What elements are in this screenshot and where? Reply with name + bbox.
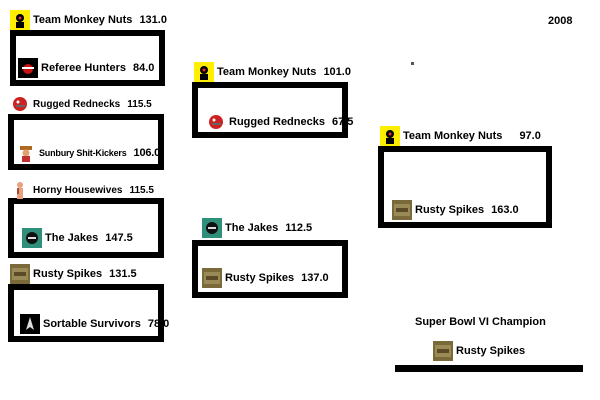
team-score: 84.0 xyxy=(132,62,155,74)
team-name: Team Monkey Nuts xyxy=(33,14,133,26)
team-entry[interactable]: Rusty Spikes 137.0 xyxy=(202,268,329,288)
referee-icon xyxy=(18,58,38,78)
team-entry[interactable]: Sunbury Shit-Kickers 106.0 xyxy=(16,143,160,163)
survivor-icon xyxy=(20,314,40,334)
rusty-icon xyxy=(202,268,222,288)
champion-entry[interactable]: Rusty Spikes xyxy=(433,341,525,361)
team-score: 97.0 xyxy=(519,130,541,142)
champion-name: Rusty Spikes xyxy=(456,345,526,357)
housewife-icon xyxy=(10,180,30,200)
jakes-icon xyxy=(22,228,42,248)
helmet-icon xyxy=(206,112,226,132)
team-entry[interactable]: Rusty Spikes 163.0 xyxy=(392,200,519,220)
champion-bar xyxy=(395,365,583,372)
team-entry[interactable]: Sortable Survivors 78.0 xyxy=(20,314,169,334)
team-score: 112.5 xyxy=(285,222,313,234)
monkey-icon xyxy=(380,126,400,146)
team-name: Rusty Spikes xyxy=(33,268,103,280)
team-name: Referee Hunters xyxy=(41,62,126,74)
team-name: Rugged Rednecks xyxy=(229,116,325,128)
rusty-icon xyxy=(392,200,412,220)
helmet-icon xyxy=(10,94,30,114)
team-score: 78.0 xyxy=(147,318,170,330)
team-name: Sunbury Shit-Kickers xyxy=(39,148,127,158)
team-entry[interactable]: Rugged Rednecks 67.5 xyxy=(206,112,353,132)
team-name: Rugged Rednecks xyxy=(33,98,121,110)
cowboy-icon xyxy=(16,143,36,163)
team-score: 147.5 xyxy=(105,232,133,244)
rusty-icon xyxy=(10,264,30,284)
team-score: 131.0 xyxy=(139,14,167,26)
team-score: 163.0 xyxy=(491,204,519,216)
team-name: The Jakes xyxy=(225,222,279,234)
team-entry[interactable]: The Jakes 147.5 xyxy=(22,228,133,248)
team-name: Rusty Spikes xyxy=(225,272,295,284)
team-score: 137.0 xyxy=(301,272,329,284)
team-name: Team Monkey Nuts xyxy=(217,66,317,78)
team-entry[interactable]: Team Monkey Nuts 101.0 xyxy=(194,62,351,82)
champion-title: Super Bowl VI Champion xyxy=(415,316,546,328)
team-score: 101.0 xyxy=(323,66,351,78)
bracket-r1-m2 xyxy=(8,114,164,170)
team-entry[interactable]: Team Monkey Nuts 131.0 xyxy=(10,10,167,30)
rusty-icon xyxy=(433,341,453,361)
team-entry[interactable]: The Jakes 112.5 xyxy=(202,218,312,238)
stray-dot xyxy=(411,62,414,65)
monkey-icon xyxy=(194,62,214,82)
bracket-r2-m2 xyxy=(192,240,348,298)
team-score: 67.5 xyxy=(331,116,354,128)
team-name: The Jakes xyxy=(45,232,99,244)
team-score: 115.5 xyxy=(127,98,152,110)
team-entry[interactable]: Horny Housewives 115.5 xyxy=(10,180,154,200)
team-name: Team Monkey Nuts xyxy=(403,130,503,142)
monkey-icon xyxy=(10,10,30,30)
team-name: Sortable Survivors xyxy=(43,318,141,330)
team-name: Horny Housewives xyxy=(33,184,123,196)
jakes-icon xyxy=(202,218,222,238)
year-label: 2008 xyxy=(548,15,573,27)
team-score: 106.0 xyxy=(133,147,161,159)
team-entry[interactable]: Rugged Rednecks 115.5 xyxy=(10,94,152,114)
team-name: Rusty Spikes xyxy=(415,204,485,216)
team-score: 115.5 xyxy=(129,184,154,196)
team-score: 131.5 xyxy=(109,268,137,280)
team-entry[interactable]: Team Monkey Nuts 97.0 xyxy=(380,126,541,146)
team-entry[interactable]: Rusty Spikes 131.5 xyxy=(10,264,137,284)
team-entry[interactable]: Referee Hunters 84.0 xyxy=(18,58,154,78)
